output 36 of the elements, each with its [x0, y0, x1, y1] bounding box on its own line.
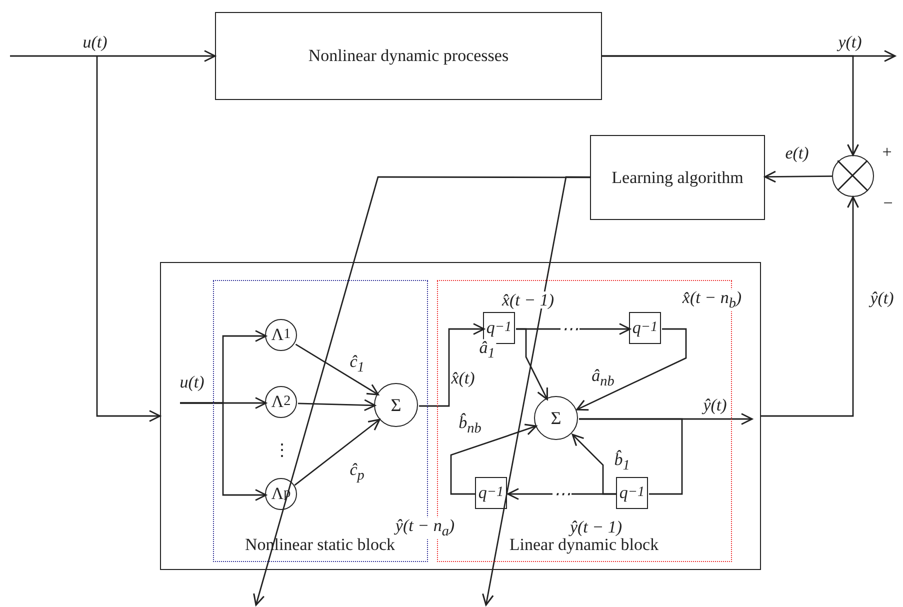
arrow	[761, 196, 859, 417]
arrow	[764, 170, 832, 183]
arrow	[10, 50, 216, 62]
arrow	[295, 344, 379, 396]
arrow	[450, 424, 537, 495]
edge-label: x̂(t)	[450, 370, 476, 386]
edge-label: â$_{nb}$	[590, 367, 616, 389]
sum-circle: Σ	[374, 383, 418, 427]
arrow	[180, 402, 267, 501]
signal-label: ŷ(t − n$_{a}$)	[394, 517, 456, 539]
edge-label: ŷ(t)	[869, 290, 895, 306]
edge-label: u(t)	[82, 34, 108, 50]
sum-circle: Σ	[534, 396, 578, 440]
signal-label: ŷ(t − 1)	[568, 518, 624, 536]
edge-label: b̂$_{nb}$	[458, 414, 482, 436]
signal-label: x̂(t − 1)	[500, 292, 556, 308]
process-box: Nonlinear dynamic processes	[215, 12, 602, 100]
process-box: Learning algorithm	[590, 135, 765, 220]
edge-label: y(t)	[837, 34, 863, 50]
arrow	[96, 56, 161, 422]
arrow	[482, 176, 590, 606]
arrow	[576, 328, 687, 411]
ellipsis-mark: ⋮	[274, 442, 290, 458]
arrow	[507, 488, 617, 500]
arrow	[294, 418, 380, 486]
edge-label: u(t)	[178, 374, 206, 390]
connector-line	[579, 418, 683, 495]
arrow	[419, 323, 485, 407]
arrow	[602, 55, 859, 156]
edge-label: ŷ(t)	[702, 396, 728, 414]
summing-junction	[832, 155, 874, 197]
arrow	[298, 399, 376, 412]
signal-label: x̂(t − n$_{b}$)	[681, 289, 743, 311]
arrow	[516, 328, 548, 400]
edge-label: ĉ$_{p}$	[348, 461, 366, 483]
edge-label: e(t)	[784, 144, 810, 162]
